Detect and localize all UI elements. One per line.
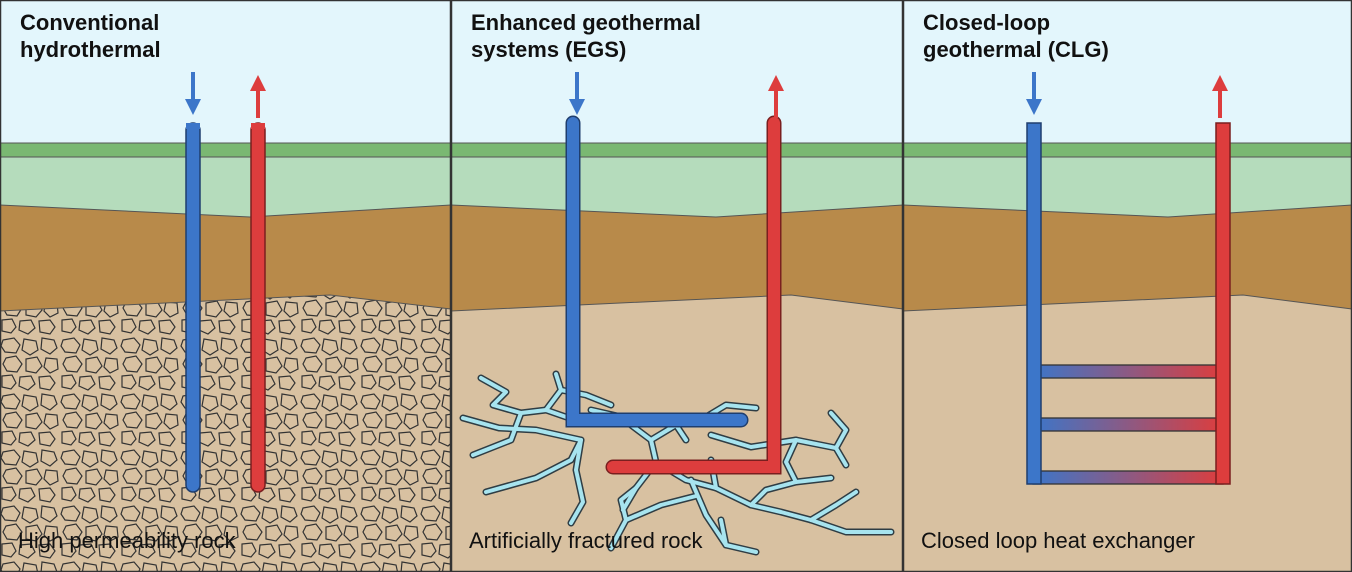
panel-title: Conventional hydrothermal [20, 10, 161, 62]
panel-title: Enhanced geothermal systems (EGS) [471, 10, 701, 62]
production-well [1215, 122, 1231, 485]
heat-exchanger-loop [1032, 364, 1224, 485]
injection-arrow-icon [569, 72, 585, 115]
panel-caption: High permeability rock [18, 528, 236, 553]
production-well [605, 115, 782, 475]
injection-well [1026, 122, 1042, 485]
injection-well [185, 122, 201, 493]
panel-enhanced-geothermal: Enhanced geothermal systems (EGS) Artifi… [451, 0, 903, 572]
production-arrow-icon [768, 75, 784, 118]
panel-closed-loop-geothermal: Closed-loop geothermal (CLG) Closed loop… [903, 0, 1352, 572]
clg-diagram [903, 0, 1352, 572]
panel-title: Closed-loop geothermal (CLG) [923, 10, 1109, 62]
egs-diagram [451, 0, 903, 572]
production-well [250, 122, 266, 493]
injection-arrow-icon [1026, 72, 1042, 115]
production-arrow-icon [250, 75, 266, 118]
injection-arrow-icon [185, 72, 201, 115]
conventional-diagram [0, 0, 451, 572]
injection-well [565, 115, 749, 428]
production-arrow-icon [1212, 75, 1228, 118]
panel-caption: Artificially fractured rock [469, 528, 703, 553]
panel-conventional-hydrothermal: Conventional hydrothermal High permeabil… [0, 0, 451, 572]
panel-caption: Closed loop heat exchanger [921, 528, 1195, 553]
